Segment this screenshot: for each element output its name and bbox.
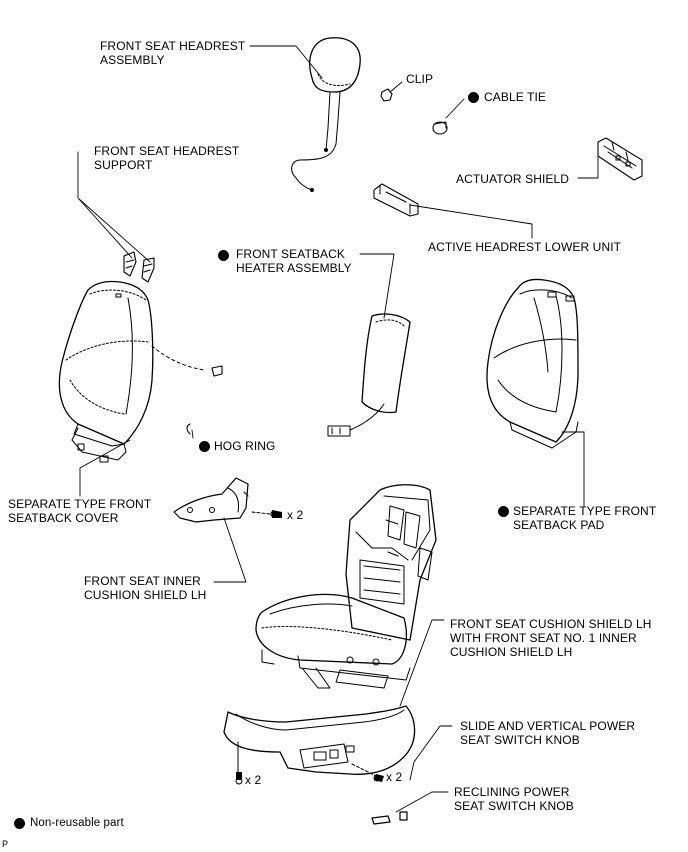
active-headrest-lower-unit-icon (373, 183, 419, 217)
inner-shield-label: FRONT SEAT INNER CUSHION SHIELD LH (84, 574, 207, 602)
screw-count-label: x 2 (386, 770, 403, 784)
actuator-shield-icon (597, 137, 643, 181)
headrest-support-label: FRONT SEAT HEADREST SUPPORT (94, 144, 240, 172)
seatback-heater-icon (327, 313, 411, 437)
clip-icon (380, 88, 393, 102)
seat-frame-icon (255, 484, 437, 689)
screw-icon (270, 510, 282, 518)
legend-label: Non-reusable part (30, 817, 124, 829)
headrest-support-icon (123, 251, 155, 283)
heater-label: FRONT SEATBACK HEATER ASSEMBLY (236, 247, 352, 275)
hog-ring-icon (186, 423, 191, 435)
seatback-cover-label: SEPARATE TYPE FRONT SEATBACK COVER (8, 497, 152, 525)
headrest-assembly-icon (291, 37, 361, 192)
slide-knob-icon (371, 815, 391, 825)
seatback-cover-icon (58, 280, 223, 463)
cushion-shield-icon (223, 705, 416, 785)
nonreusable-marker-icon (199, 441, 210, 452)
nonreusable-marker-icon (498, 506, 509, 517)
nonreusable-marker-icon (468, 92, 479, 103)
reclining-knob-label: RECLINING POWER SEAT SWITCH KNOB (454, 785, 574, 813)
reclining-knob-icon (399, 811, 408, 821)
clip-label: CLIP (406, 72, 434, 86)
seatback-pad-label: SEPARATE TYPE FRONT SEATBACK PAD (513, 504, 657, 532)
inner-cushion-shield-icon (173, 477, 271, 523)
actuator-shield-label: ACTUATOR SHIELD (456, 172, 570, 186)
seatback-pad-icon (486, 278, 579, 449)
leader-lines (77, 45, 599, 813)
legend-marker-icon (14, 818, 25, 829)
cushion-shield-label: FRONT SEAT CUSHION SHIELD LH WITH FRONT … (450, 617, 652, 659)
corner-mark: P (2, 839, 9, 849)
cable-tie-label: CABLE TIE (484, 90, 547, 104)
screw-count-label: x 2 (287, 508, 304, 522)
active-headrest-label: ACTIVE HEADREST LOWER UNIT (428, 240, 622, 254)
slide-knob-label: SLIDE AND VERTICAL POWER SEAT SWITCH KNO… (460, 719, 636, 747)
hog-ring-label: HOG RING (214, 439, 276, 453)
nonreusable-marker-icon (218, 250, 229, 261)
screw-count-label: x 2 (245, 773, 262, 787)
headrest-label: FRONT SEAT HEADREST ASSEMBLY (100, 39, 246, 67)
cable-tie-icon (432, 121, 448, 135)
